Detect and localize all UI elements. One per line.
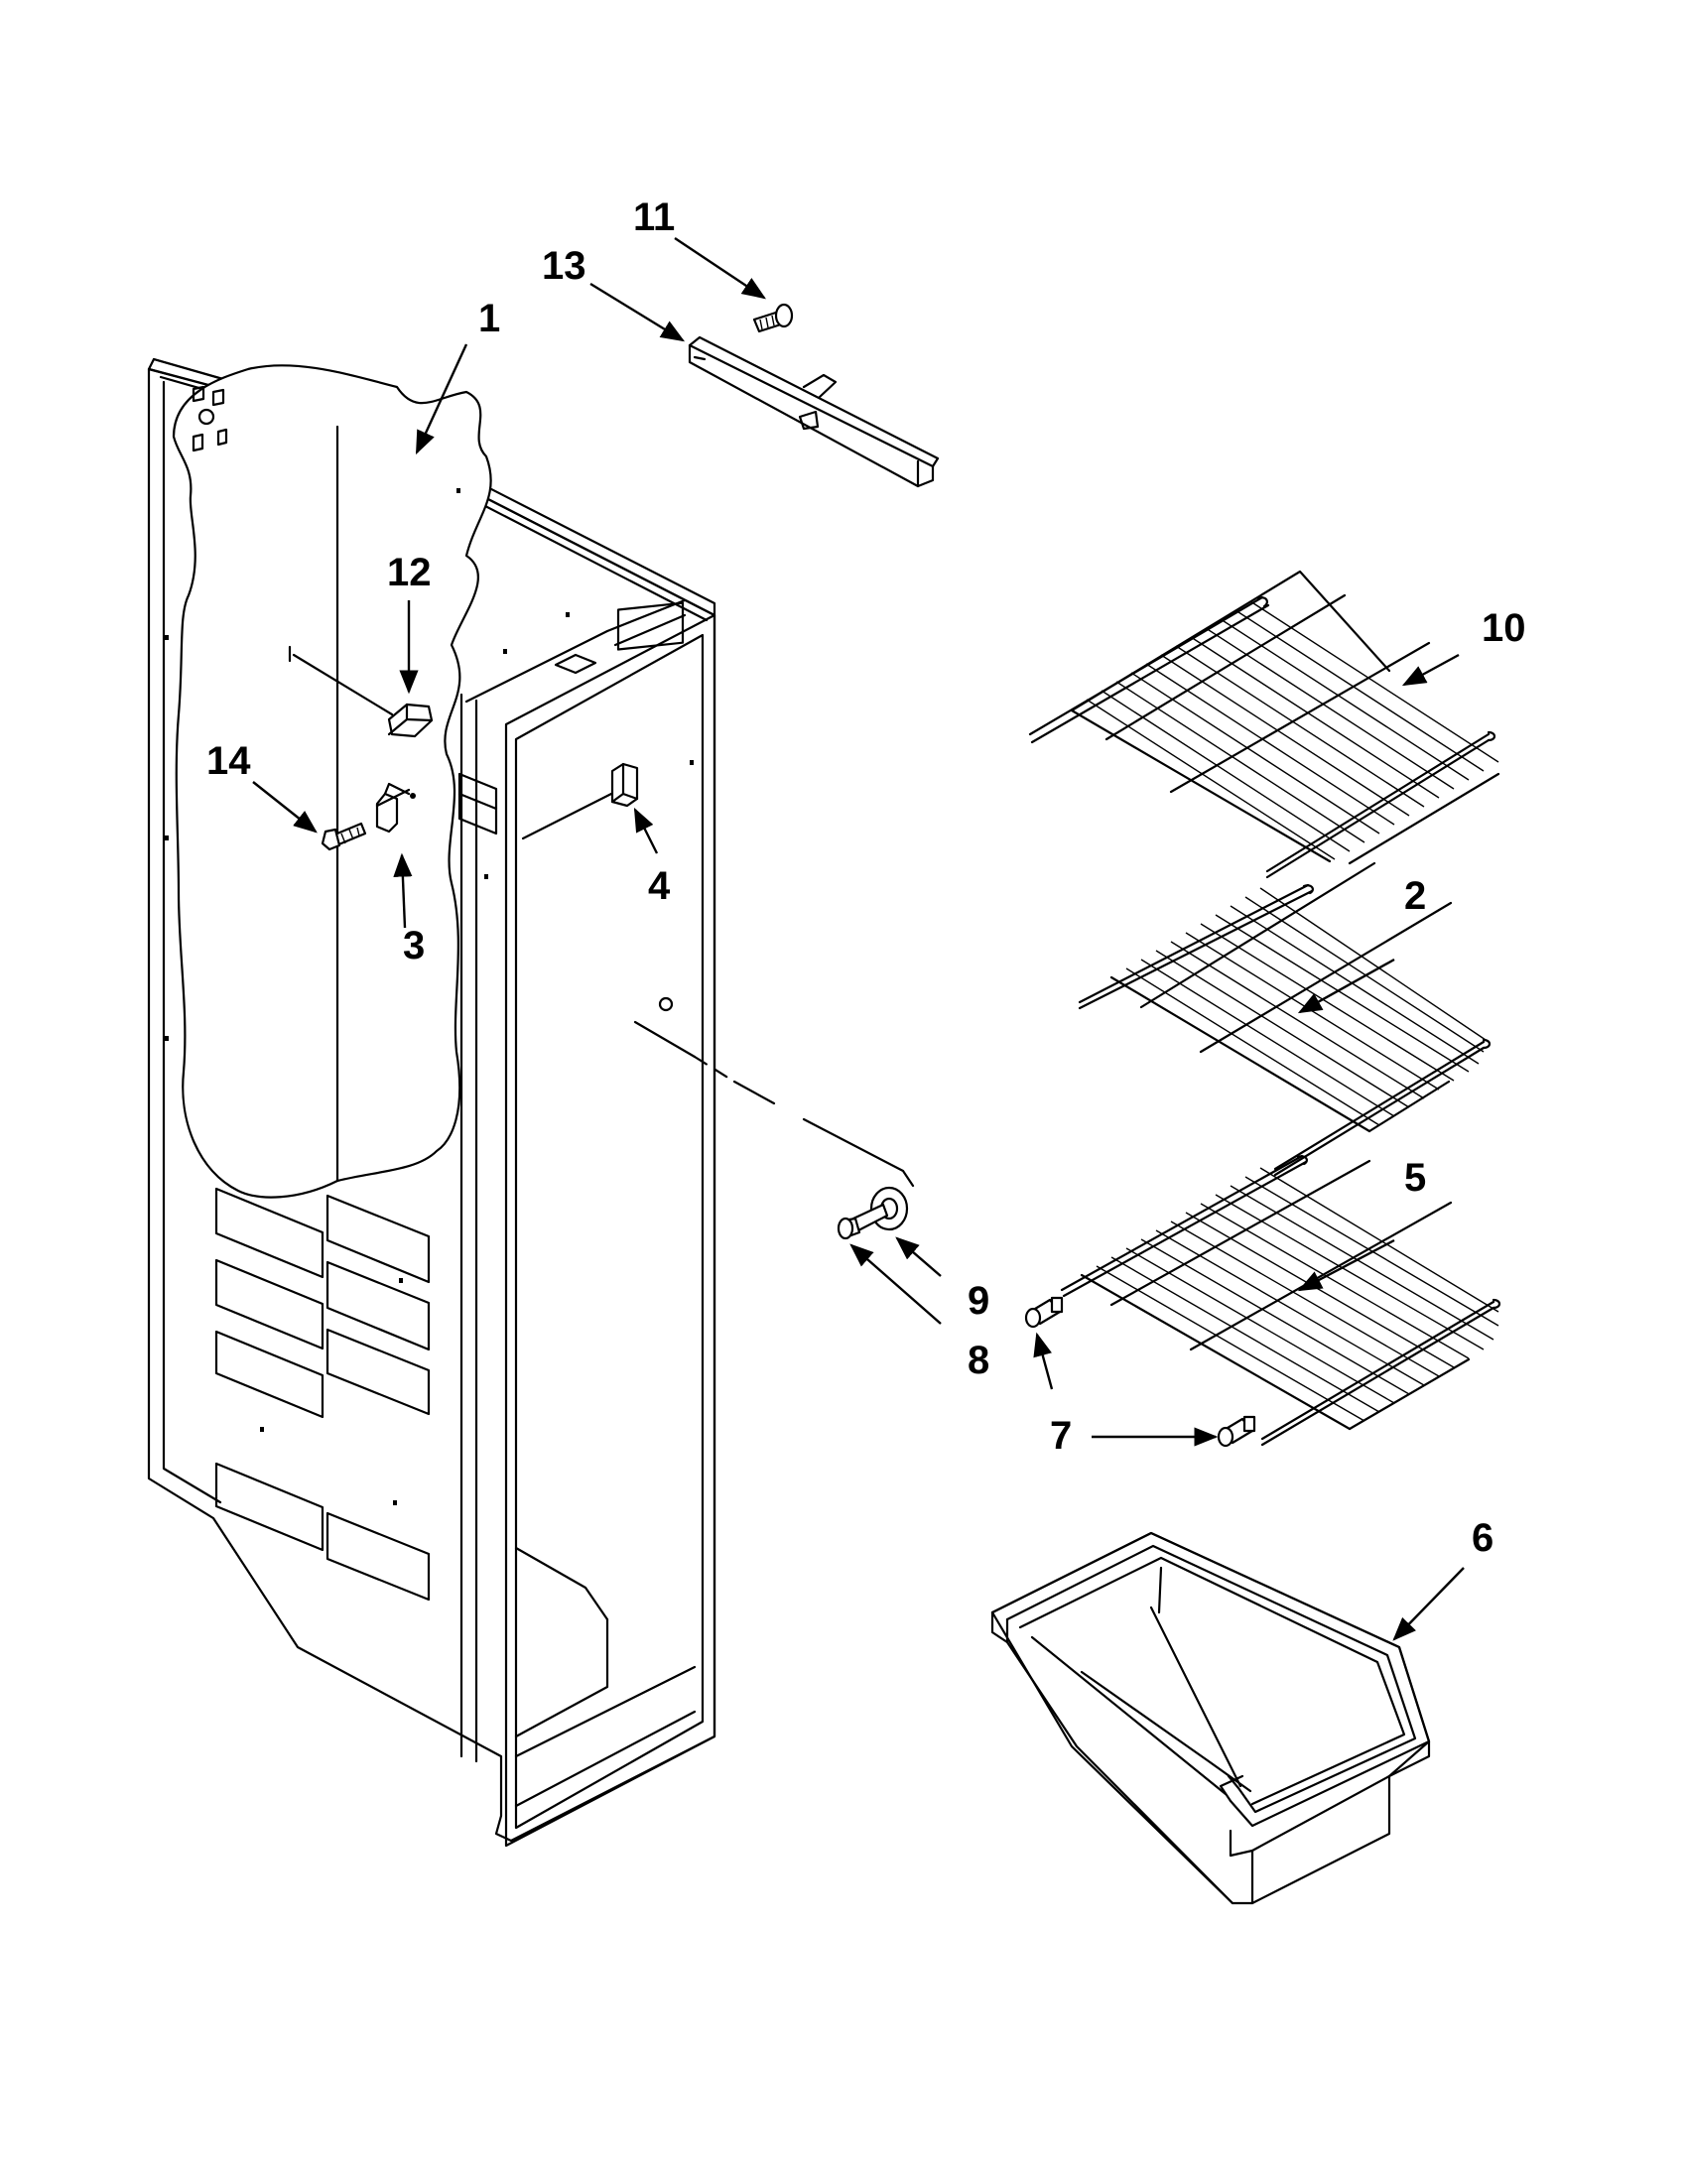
- callout-14: 14: [206, 739, 251, 783]
- screw-washer-assembly: [633, 996, 915, 1240]
- callout-labels: 1 2 3 4 5 6 7 8 9 10 11 12 13 14: [206, 195, 1526, 1560]
- callout-11: 11: [633, 195, 675, 239]
- callout-7: 7: [1050, 1414, 1072, 1458]
- mounting-holes: [165, 488, 694, 1505]
- callout-13: 13: [542, 244, 586, 288]
- wire-shelf-5: [1060, 1154, 1501, 1447]
- leader-lines: [252, 237, 1465, 1641]
- storage-bin-6: [990, 1531, 1431, 1905]
- screw-14: [321, 822, 367, 851]
- callout-10: 10: [1482, 606, 1526, 650]
- callout-5: 5: [1404, 1156, 1426, 1200]
- shelf-stop-7b: [1217, 1415, 1256, 1448]
- callout-8: 8: [968, 1339, 989, 1382]
- callout-1: 1: [478, 297, 500, 340]
- callout-3: 3: [403, 924, 425, 967]
- callout-4: 4: [648, 864, 671, 908]
- screw-11: [752, 303, 794, 333]
- callout-2: 2: [1404, 874, 1426, 918]
- shelf-stop-7a: [1024, 1296, 1064, 1329]
- liner-cabinet: [147, 357, 716, 1848]
- switch-4: [521, 762, 639, 840]
- clip-3: [375, 782, 416, 834]
- wire-shelf-2: [1078, 861, 1492, 1177]
- rear-vents: [214, 1187, 431, 1602]
- callout-6: 6: [1472, 1516, 1493, 1560]
- callout-9: 9: [968, 1279, 989, 1323]
- wire-shelf-10: [1028, 570, 1500, 879]
- top-bracket: [688, 335, 940, 488]
- callout-12: 12: [387, 551, 432, 594]
- clip-12: [288, 645, 434, 738]
